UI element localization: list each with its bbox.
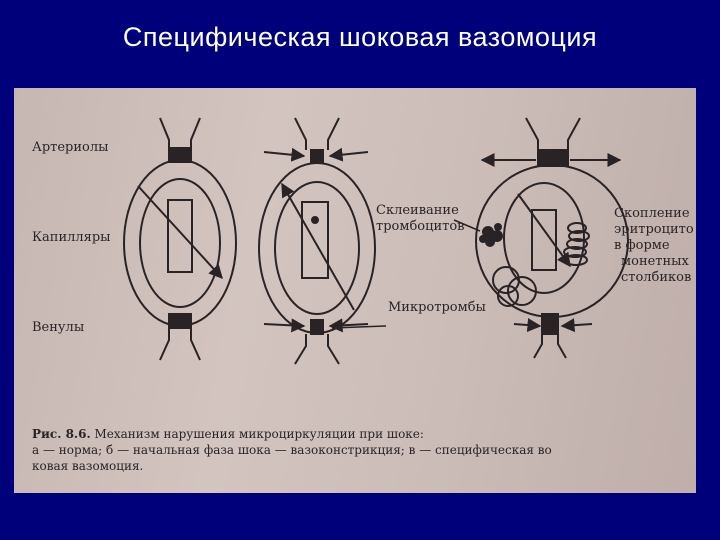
microthrombus: [492, 266, 537, 307]
figure-caption: Рис. 8.6. Механизм нарушения микроциркул…: [32, 426, 692, 474]
label-rbc-3: в форме: [614, 238, 670, 253]
arteriole-c: [537, 149, 569, 167]
arteriole-a: [168, 147, 192, 163]
figure-photo: Артериолы Капилляры Венулы Склеивание тр…: [14, 88, 696, 493]
arteriole-b: [310, 149, 324, 163]
caption-line-1: Механизм нарушения микроциркуляции при ш…: [94, 427, 424, 441]
label-rbc-2: эритроцито: [614, 222, 694, 237]
venule-c: [541, 313, 559, 335]
label-capillaries: Капилляры: [32, 230, 111, 245]
venule-b: [310, 319, 324, 335]
red-cell-stack: [563, 222, 590, 266]
vessel-a-normal: [123, 117, 237, 361]
label-venules: Венулы: [32, 320, 85, 335]
vessel-c-shock-vasomotion: [475, 117, 629, 359]
microcirculation-diagram: [123, 117, 629, 365]
label-platelet-adhesion-1: Склеивание: [376, 203, 459, 218]
caption-figure-number: Рис. 8.6.: [32, 427, 91, 441]
label-arterioles: Артериолы: [32, 140, 109, 155]
caption-line-3: ковая вазомоция.: [32, 459, 144, 473]
label-rbc-1: Скопление: [614, 206, 690, 221]
caption-line-2: а — норма; б — начальная фаза шока — ваз…: [32, 443, 552, 457]
label-microthrombi: Микротромбы: [388, 300, 486, 315]
label-platelet-adhesion-2: тромбоцитов: [376, 219, 465, 234]
platelet-clump: [479, 223, 503, 247]
slide-title: Специфическая шоковая вазомоция: [122, 22, 598, 52]
vessel-b-vasoconstriction: [258, 117, 376, 365]
venule-a: [168, 313, 192, 329]
label-rbc-4: монетных: [621, 254, 689, 269]
label-rbc-5: столбиков: [621, 270, 692, 285]
